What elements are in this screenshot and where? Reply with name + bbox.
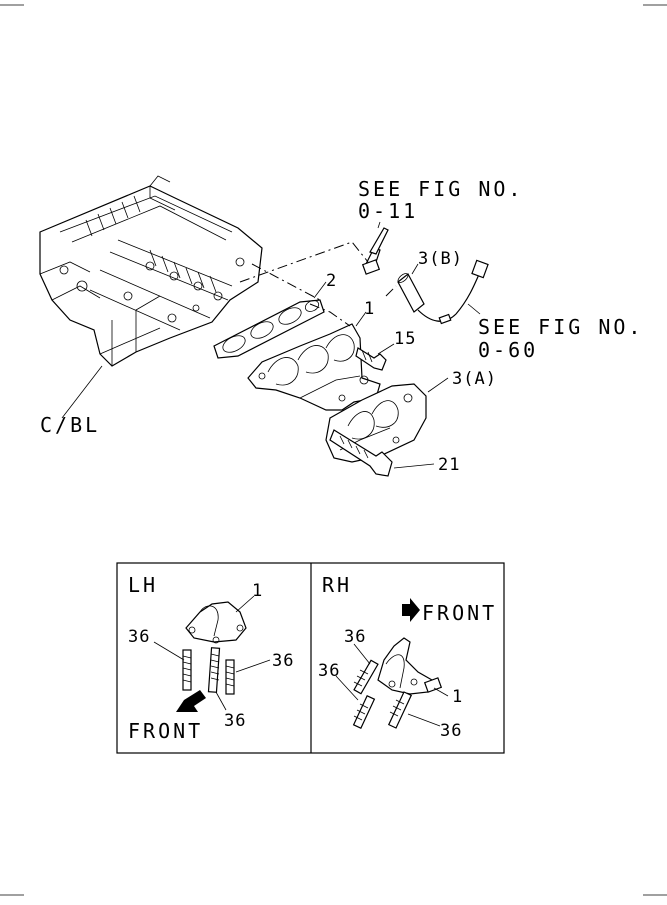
- sensor-harness: [417, 259, 489, 325]
- bolt-15: [355, 347, 387, 371]
- lh-front-arrow-icon: [176, 690, 206, 712]
- inset-rh-label-36-a: 36: [344, 627, 366, 647]
- inset-box: [116, 562, 505, 754]
- see-fig-top-line1: SEE FIG NO.: [358, 177, 523, 201]
- inset-lh: LH 1 36 36 36 FRONT: [128, 573, 294, 743]
- inset-rh-front: FRONT: [422, 601, 497, 625]
- rh-stud-upper: [353, 659, 379, 695]
- oxygen-sensor: [361, 227, 389, 275]
- lh-stud-right: [225, 659, 235, 695]
- crop-marks: [0, 4, 667, 896]
- exhaust-manifold: [247, 323, 381, 411]
- inset-rh-label-36-b: 36: [318, 661, 340, 681]
- inset-lh-label-36-c: 36: [224, 711, 246, 731]
- inset-lh-label-1: 1: [252, 581, 263, 601]
- rh-stud-lower-right: [387, 691, 413, 729]
- inset-rh-label-1: 1: [452, 687, 463, 707]
- label-cbl: C/BL: [40, 413, 100, 437]
- inset-lh-label-36-b: 36: [272, 651, 294, 671]
- leader-lines: [313, 221, 481, 469]
- bolt-21: [329, 429, 393, 477]
- label-3b: 3(B): [418, 249, 463, 269]
- inset-lh-front: FRONT: [128, 719, 203, 743]
- label-2: 2: [326, 271, 337, 291]
- main-labels: SEE FIG NO. 0-11 3(B) 2 1 15 SEE FIG NO.…: [40, 177, 643, 475]
- assembly-lines: [239, 241, 397, 327]
- inset-lh-title: LH: [128, 573, 158, 597]
- inset-lh-label-36-a: 36: [128, 627, 150, 647]
- see-fig-right-line2: 0-60: [478, 338, 538, 362]
- label-3a: 3(A): [452, 369, 497, 389]
- manifold-gasket: [213, 299, 325, 359]
- label-21: 21: [438, 455, 460, 475]
- see-fig-right-line1: SEE FIG NO.: [478, 315, 643, 339]
- rh-stud-lower-left: [352, 695, 376, 729]
- label-1: 1: [364, 299, 375, 319]
- sensor-sleeve-3b: [397, 273, 425, 313]
- inset-rh: RH FRONT 36 36 36 1: [318, 573, 497, 741]
- lh-stud-center: [207, 647, 221, 693]
- label-15: 15: [394, 329, 416, 349]
- rh-front-arrow-icon: [402, 598, 420, 622]
- engine-block: [39, 175, 263, 367]
- inset-rh-title: RH: [322, 573, 352, 597]
- leader-cbl: [61, 365, 103, 419]
- inset-rh-label-36-c: 36: [440, 721, 462, 741]
- see-fig-top-line2: 0-11: [358, 199, 418, 223]
